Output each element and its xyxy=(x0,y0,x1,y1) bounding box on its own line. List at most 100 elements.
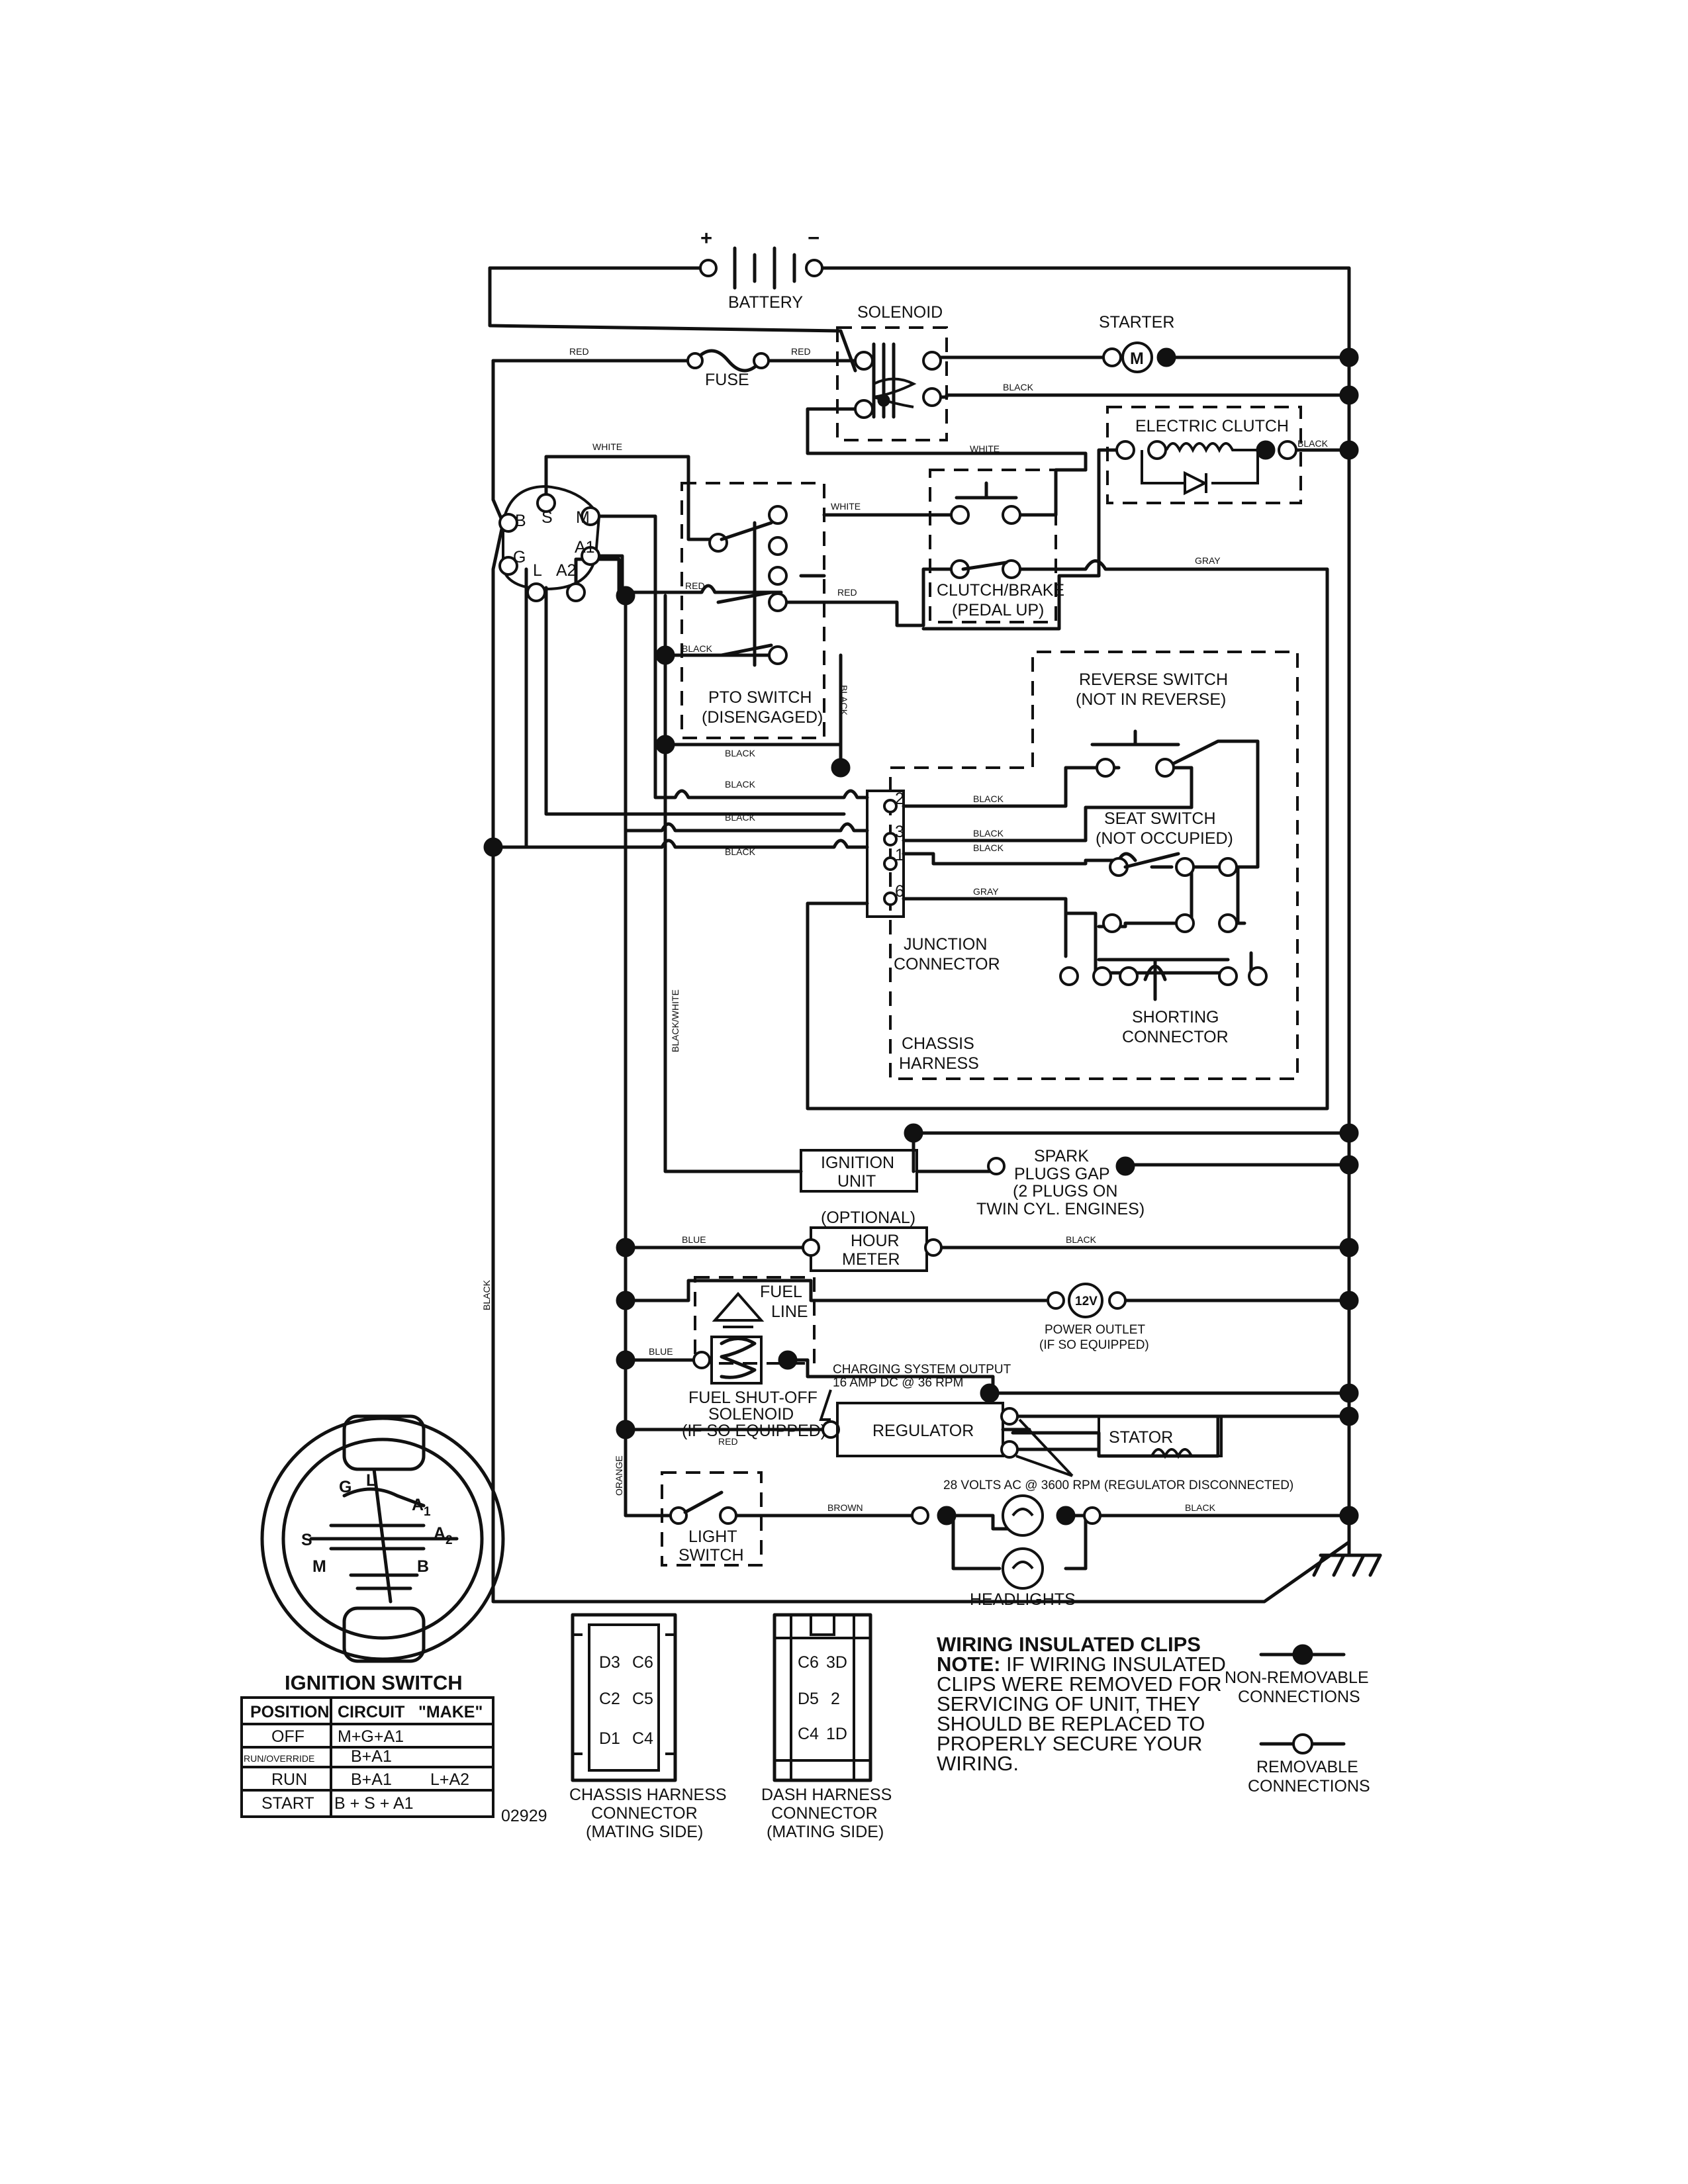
clutch-brake-label: CLUTCH/BRAKE xyxy=(937,581,1064,600)
ignition-unit-label: IGNITION xyxy=(821,1154,894,1172)
junction-connector-label: JUNCTION xyxy=(904,935,987,954)
wire-gray-1: GRAY xyxy=(1195,555,1221,566)
seat-switch-sublabel: (NOT OCCUPIED) xyxy=(1096,829,1233,848)
face-a2: A xyxy=(434,1524,445,1543)
fuel-line: FUEL LINE xyxy=(712,1283,808,1328)
chassis-pin-6: C4 xyxy=(632,1729,653,1748)
dash-connector-note: (MATING SIDE) xyxy=(767,1823,884,1841)
pto-switch: PTO SWITCH (DISENGAGED) xyxy=(702,505,823,727)
wire-black-8: BLACK xyxy=(973,794,1004,804)
wire-black-10: BLACK xyxy=(973,842,1004,853)
chassis-pin-1: D3 xyxy=(599,1653,620,1672)
power-outlet-label: POWER OUTLET xyxy=(1045,1323,1145,1337)
battery-label: BATTERY xyxy=(728,293,803,312)
wire-red-1: RED xyxy=(569,346,589,357)
wire-color-labels: RED RED BLACK WHITE WHITE BLACK WHITE GR… xyxy=(481,346,1329,1513)
wire-orange: ORANGE xyxy=(614,1455,624,1496)
starter-motor-symbol: M xyxy=(1130,349,1144,368)
face-g: G xyxy=(339,1478,352,1496)
stator-label: STATOR xyxy=(1109,1428,1173,1447)
hour-meter-label: HOUR xyxy=(851,1232,900,1250)
legend-removable-sublabel: CONNECTIONS xyxy=(1248,1777,1370,1796)
table-row-2-position: RUN xyxy=(271,1770,307,1789)
wire-blue-2: BLUE xyxy=(649,1346,673,1357)
dash-pin-1: C6 xyxy=(798,1653,819,1672)
seat-switch: SEAT SWITCH (NOT OCCUPIED) xyxy=(1096,809,1238,933)
face-a1: A xyxy=(412,1496,424,1514)
ignition-pin-g: G xyxy=(513,548,526,567)
dash-connector-label: DASH HARNESS xyxy=(761,1786,892,1804)
face-a1-sub: 1 xyxy=(424,1505,431,1519)
table-row-3-position: START xyxy=(261,1794,314,1813)
power-outlet-symbol: 12V xyxy=(1075,1295,1098,1308)
chassis-pin-5: D1 xyxy=(599,1729,620,1748)
spark-plugs-note1: (2 PLUGS ON xyxy=(1013,1182,1117,1201)
hour-meter-optional: (OPTIONAL) xyxy=(821,1208,915,1227)
face-l: L xyxy=(366,1471,376,1490)
legend-removable-label: REMOVABLE xyxy=(1256,1758,1358,1776)
shorting-connector: SHORTING CONNECTOR xyxy=(1059,958,1268,1046)
chassis-harness-sublabel: HARNESS xyxy=(899,1054,979,1073)
dash-harness-connector: C6 3D D5 2 C4 1D DASH HARNESS CONNECTOR … xyxy=(761,1613,892,1841)
chassis-harness-label: CHASSIS xyxy=(902,1034,974,1053)
dash-pin-6: 1D xyxy=(826,1725,847,1743)
clips-note-line6: WIRING. xyxy=(937,1752,1019,1775)
chassis-connector-note: (MATING SIDE) xyxy=(586,1823,703,1841)
chassis-pin-3: C2 xyxy=(599,1690,620,1708)
spark-plugs-label: SPARK xyxy=(1034,1147,1089,1165)
wire-white-2: WHITE xyxy=(970,443,1000,454)
clips-note-line3: SERVICING OF UNIT, THEY xyxy=(937,1692,1200,1715)
fuel-shutoff-sublabel: SOLENOID xyxy=(708,1405,794,1424)
pto-switch-label: PTO SWITCH xyxy=(708,688,812,707)
table-row-1-position: RUN/OVERRIDE xyxy=(244,1753,314,1764)
spark-plugs: SPARK PLUGS GAP (2 PLUGS ON TWIN CYL. EN… xyxy=(976,1147,1145,1218)
shorting-connector-sublabel: CONNECTOR xyxy=(1122,1028,1229,1046)
regulator: CHARGING SYSTEM OUTPUT 16 AMP DC @ 36 RP… xyxy=(819,1363,1019,1459)
ignition-pin-m: M xyxy=(576,508,590,527)
seat-switch-label: SEAT SWITCH xyxy=(1104,809,1216,828)
wire-white-3: WHITE xyxy=(831,501,861,512)
electric-clutch: ELECTRIC CLUTCH xyxy=(1115,417,1297,496)
table-row-2-make: L+A2 xyxy=(430,1770,469,1789)
light-switch-sublabel: SWITCH xyxy=(679,1546,744,1565)
battery-plus: + xyxy=(700,226,712,250)
wire-black-4: BLACK xyxy=(725,748,756,758)
hour-meter-sublabel: METER xyxy=(842,1250,900,1269)
clips-note-line1: IF WIRING INSULATED xyxy=(1006,1653,1226,1676)
wire-brown: BROWN xyxy=(827,1502,863,1513)
face-a2-sub: 2 xyxy=(445,1533,453,1547)
wire-red-5: RED xyxy=(718,1436,738,1447)
dash-pin-4: 2 xyxy=(831,1690,840,1708)
clips-note-line5: PROPERLY SECURE YOUR xyxy=(937,1732,1202,1755)
table-row-0-circuit: M+G+A1 xyxy=(338,1727,404,1746)
ignition-pin-l: L xyxy=(533,561,542,580)
legend-nonremovable-dot xyxy=(1292,1644,1313,1665)
power-outlet-sublabel: (IF SO EQUIPPED) xyxy=(1039,1338,1149,1352)
wire-black-2: BLACK xyxy=(1297,438,1329,449)
headlights-label: HEADLIGHTS xyxy=(970,1590,1076,1609)
chassis-pin-2: C6 xyxy=(632,1653,653,1672)
table-header-circuit: CIRCUIT xyxy=(338,1703,404,1721)
ignition-switch-terminals: S B M G A1 L A2 xyxy=(498,484,601,602)
electric-clutch-box xyxy=(1106,406,1302,504)
ignition-pin-a2: A2 xyxy=(556,561,577,580)
legend-nonremovable-sublabel: CONNECTIONS xyxy=(1238,1688,1360,1706)
wire-black-11: BLACK xyxy=(1066,1234,1097,1245)
fuel-shutoff-note: (IF SO EQUIPPED) xyxy=(682,1422,826,1440)
stator-voltage-note: 28 VOLTS AC @ 3600 RPM (REGULATOR DISCON… xyxy=(943,1479,1293,1492)
reverse-switch-label: REVERSE SWITCH xyxy=(1079,670,1228,689)
wire-gray-2: GRAY xyxy=(973,886,999,897)
wire-black-1: BLACK xyxy=(1003,382,1034,392)
clips-note-label: NOTE: xyxy=(937,1653,1000,1676)
charging-output-value: 16 AMP DC @ 36 RPM xyxy=(833,1376,963,1390)
clips-note-line4: SHOULD BE REPLACED TO xyxy=(937,1712,1205,1735)
spark-plugs-gap: PLUGS GAP xyxy=(1014,1165,1110,1183)
wire-black-5: BLACK xyxy=(725,779,756,790)
fuel-line-box xyxy=(694,1276,816,1365)
wire-red-4: RED xyxy=(837,587,857,598)
table-header-position: POSITION xyxy=(250,1703,329,1721)
junction-connector-sublabel: CONNECTOR xyxy=(894,955,1000,974)
legend: NON-REMOVABLE CONNECTIONS REMOVABLE CONN… xyxy=(1225,1644,1370,1796)
legend-nonremovable-label: NON-REMOVABLE xyxy=(1225,1668,1369,1687)
light-switch-box xyxy=(661,1471,763,1567)
